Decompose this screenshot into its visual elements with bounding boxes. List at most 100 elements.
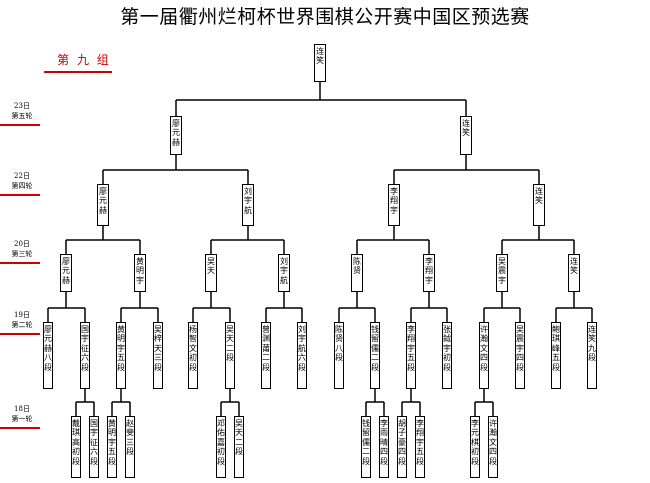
round2-player-box: 许瀚文四段 (479, 322, 489, 389)
player-name: 吴震宇四段 (516, 325, 524, 372)
player-name: 廖元赫 (99, 187, 107, 215)
round1-player-box: 李元棋初段 (470, 416, 480, 478)
player-name: 吴天二段 (235, 419, 243, 457)
player-name: 黄明宇 (136, 257, 144, 285)
round1-player-box: 国宇征六段 (89, 416, 99, 478)
round4-player-box: 廖元赫 (97, 184, 109, 226)
player-name: 刘宇航 (244, 187, 252, 215)
player-name: 国宇征六段 (90, 419, 98, 466)
group-underline (44, 71, 112, 73)
player-name: 杨智文初段 (189, 325, 197, 372)
round3-player-box: 刘宇航 (278, 254, 290, 292)
round-underline (0, 194, 40, 196)
round2-player-box: 钱留儒二段 (370, 322, 380, 389)
round5-player-box: 廖元赫 (170, 116, 182, 155)
player-name: 李翔宇 (425, 257, 433, 285)
round2-player-box: 杨智文初段 (188, 322, 198, 389)
player-name: 连笑 (462, 119, 470, 138)
group-label: 第 九 组 (57, 53, 111, 67)
player-name: 廖元赫 (172, 119, 180, 147)
round-name: 第一轮 (11, 415, 33, 423)
player-name: 李翔宇五段 (416, 419, 424, 466)
round2-player-box: 黄明宇五段 (116, 322, 126, 389)
player-name: 李翔宇五段 (407, 325, 415, 372)
round1-player-box: 戴琪高初段 (71, 416, 81, 478)
round2-player-box: 连笑九段 (587, 322, 597, 389)
round-underline (0, 262, 40, 264)
player-name: 连笑九段 (588, 325, 596, 363)
round-date: 18日 (14, 405, 30, 413)
player-name: 李雨晴四段 (380, 419, 388, 466)
player-name: 黄明宇五段 (108, 419, 116, 466)
round3-player-box: 陈贤 (351, 254, 363, 292)
round1-player-box: 邓佑嘉初段 (216, 416, 226, 478)
player-name: 刘宇航 (280, 257, 288, 285)
round-date: 20日 (14, 240, 30, 248)
round2-player-box: 国宇征六段 (80, 322, 90, 389)
round2-player-box: 吴震宇四段 (515, 322, 525, 389)
player-name: 钱留儒二段 (371, 325, 379, 372)
round2-player-box: 李翔宇五段 (406, 322, 416, 389)
player-name: 陈贤 (353, 257, 361, 276)
player-name: 许瀚文四段 (489, 419, 497, 466)
round2-player-box: 吴天二段 (225, 322, 235, 389)
player-name: 吴天 (207, 257, 215, 276)
round2-player-box: 廖元赫八段 (43, 322, 53, 389)
round2-player-box: 陈贤八段 (334, 322, 344, 389)
player-name: 曾渊莆二段 (262, 325, 270, 372)
round1-player-box: 李翔宇五段 (415, 416, 425, 478)
round3-player-box: 李翔宇 (423, 254, 435, 292)
player-name: 赵斐三段 (126, 419, 134, 457)
round1-player-box: 黄明宇五段 (107, 416, 117, 478)
player-name: 廖元赫 (62, 257, 70, 285)
round2-player-box: 曾渊莆二段 (261, 322, 271, 389)
round2-player-box: 张鉞宇初段 (442, 322, 452, 389)
round-label-5: 23日 第五轮 (0, 102, 44, 126)
player-name: 连笑 (535, 187, 543, 206)
round4-player-box: 连笑 (533, 184, 545, 226)
player-name: 戴琪高初段 (72, 419, 80, 466)
round1-player-box: 胡子豪四段 (397, 416, 407, 478)
player-name: 黄明宇五段 (117, 325, 125, 372)
round4-player-box: 李翔宇 (388, 184, 400, 226)
round3-player-box: 吴天 (205, 254, 217, 292)
round-underline (0, 427, 40, 429)
round-name: 第五轮 (11, 112, 33, 120)
round-label-4: 22日 第四轮 (0, 172, 44, 196)
player-name: 连笑 (570, 257, 578, 276)
round3-player-box: 廖元赫 (60, 254, 72, 292)
round1-player-box: 许瀚文四段 (488, 416, 498, 478)
round-date: 19日 (14, 311, 30, 319)
player-name: 张鉞宇初段 (443, 325, 451, 372)
player-name: 鲍琪峰五段 (552, 325, 560, 372)
round2-player-box: 鲍琪峰五段 (551, 322, 561, 389)
page-title: 第一届衢州烂柯杯世界围棋公开赛中国区预选赛 (120, 6, 530, 28)
player-name: 廖元赫八段 (44, 325, 52, 372)
round4-player-box: 刘宇航 (242, 184, 254, 226)
player-name: 钱留儒二段 (362, 419, 370, 466)
round-label-1: 18日 第一轮 (0, 405, 44, 429)
player-name: 李翔宇 (390, 187, 398, 215)
player-name: 连笑 (316, 47, 324, 66)
player-name: 吴梓天三段 (154, 325, 162, 372)
player-name: 李元棋初段 (471, 419, 479, 466)
round-underline (0, 124, 40, 126)
round1-player-box: 赵斐三段 (125, 416, 135, 478)
player-name: 胡子豪四段 (398, 419, 406, 466)
round-date: 23日 (14, 102, 30, 110)
player-name: 刘宇航六段 (298, 325, 306, 372)
player-name: 吴震宇 (498, 257, 506, 285)
round3-player-box: 黄明宇 (134, 254, 146, 292)
round3-player-box: 吴震宇 (496, 254, 508, 292)
round2-player-box: 吴梓天三段 (153, 322, 163, 389)
round-underline (0, 333, 40, 335)
player-name: 国宇征六段 (81, 325, 89, 372)
round-label-3: 20日 第三轮 (0, 240, 44, 264)
round-name: 第三轮 (11, 250, 33, 258)
champion-box: 连笑 (314, 44, 326, 82)
player-name: 邓佑嘉初段 (217, 419, 225, 466)
round-name: 第四轮 (11, 182, 33, 190)
round-date: 22日 (14, 172, 30, 180)
